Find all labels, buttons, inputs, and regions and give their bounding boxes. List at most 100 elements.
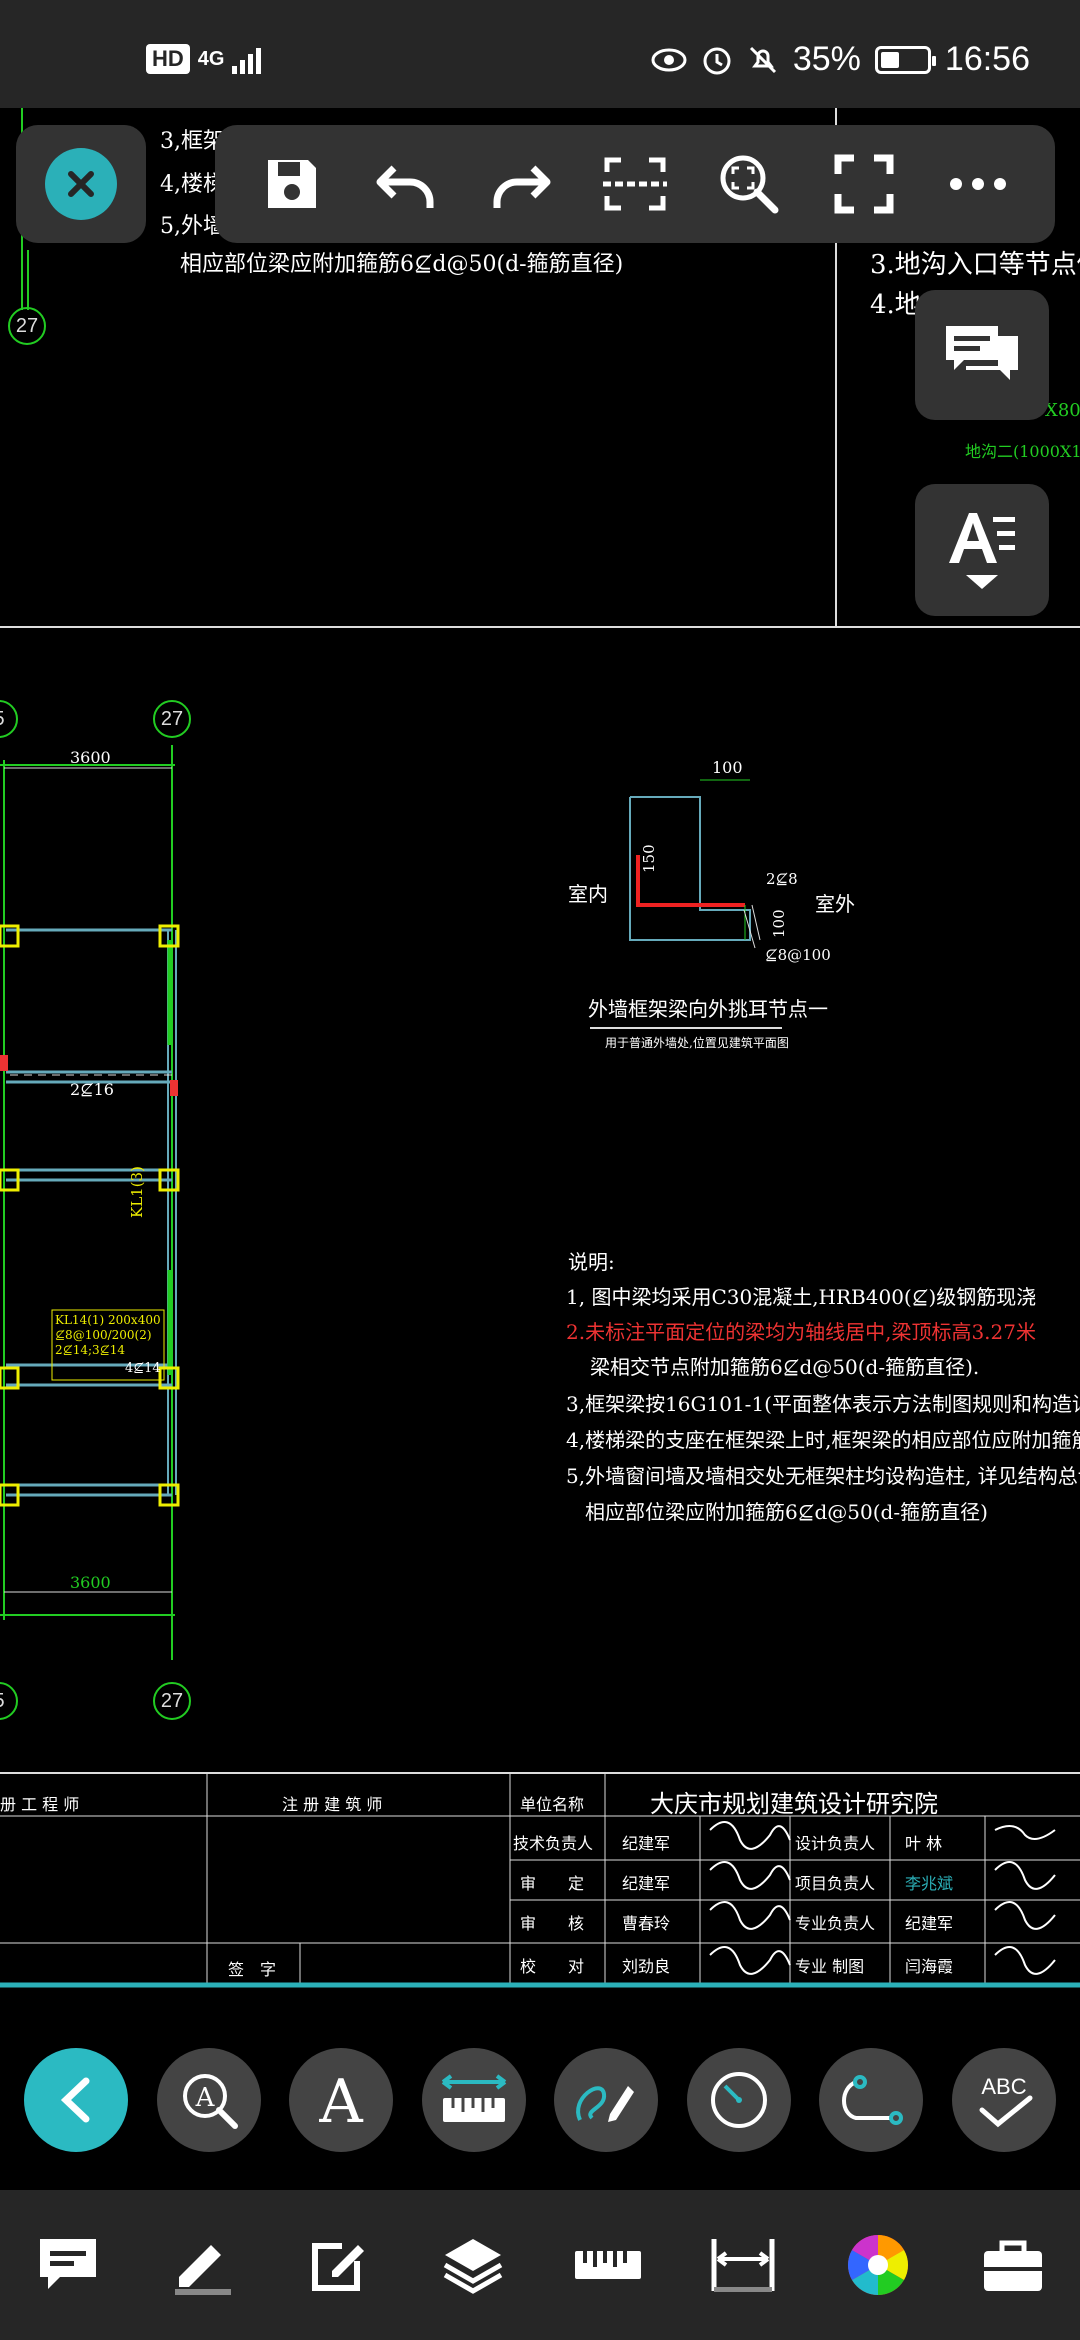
tb-reg-engineer: 册 工 程 师: [0, 1795, 80, 1814]
tb-review: 审 定: [520, 1874, 585, 1893]
undo-icon: [376, 165, 434, 208]
edit-note-icon: [311, 2243, 364, 2291]
arc-icon: [710, 2072, 767, 2128]
spellcheck-tool[interactable]: ABC: [951, 2048, 1056, 2152]
save-button[interactable]: [252, 144, 332, 224]
tb-sign: 签 字: [228, 1960, 277, 1979]
hd-badge: HD: [146, 44, 190, 74]
fullscreen-button[interactable]: [824, 144, 904, 224]
beam-kl14-line3: 2⊈14;3⊈14: [55, 1343, 125, 1357]
battery-icon: [874, 45, 936, 74]
briefcase-icon: [983, 2240, 1042, 2291]
note-line6: 相应部位梁应附加箍筋6⊈d@50(d-箍筋直径): [180, 252, 624, 277]
notes-2: 2.未标注平面定位的梁均为轴线居中,梁顶标高3.27米: [566, 1320, 1036, 1344]
detail-title: 外墙框架梁向外挑耳节点一: [588, 997, 828, 1021]
svg-text:A: A: [319, 2068, 364, 2132]
tb-project-lead-name: 李兆斌: [905, 1874, 954, 1893]
polyline-tool[interactable]: [819, 2048, 924, 2152]
rebar-2c16: 2⊈16: [70, 1080, 114, 1099]
status-left: HD 4G: [146, 44, 268, 74]
crop-button[interactable]: [595, 144, 675, 224]
drawing-canvas[interactable]: 3,框架 4,楼梯 5,外墙 相应部位梁应附加箍筋6⊈d@50(d-箍筋直径) …: [0, 108, 1080, 1990]
detail-indoor: 室内: [568, 882, 608, 906]
beam-kl14-line1: KL14(1) 200x400: [55, 1313, 161, 1327]
freehand-tool[interactable]: [554, 2048, 659, 2152]
zoom-extent-button[interactable]: [709, 144, 789, 224]
nav-toolbox[interactable]: [968, 2220, 1058, 2310]
annotation-icon: [39, 2239, 96, 2289]
text-tool[interactable]: A: [289, 2048, 394, 2152]
dimension-icon: [711, 2239, 774, 2292]
tb-tech-lead: 技术负责人: [513, 1834, 594, 1853]
svg-text:ABC: ABC: [981, 2074, 1026, 2099]
text-style-icon: [949, 513, 1015, 563]
beam-kl14-line4: 4⊈14: [125, 1361, 161, 1376]
battery-percent: 35%: [792, 40, 861, 78]
close-button[interactable]: [16, 125, 146, 243]
redo-icon: [493, 165, 551, 208]
nav-edit-note[interactable]: [293, 2220, 383, 2310]
detail-outdoor: 室外: [815, 892, 855, 916]
measure-tool[interactable]: [421, 2048, 526, 2152]
detail-dim-150: 150: [640, 844, 658, 873]
svg-text:A: A: [194, 2083, 215, 2113]
status-bar: HD 4G 35% 16:56: [0, 0, 1080, 108]
tb-project-lead: 项目负责人: [795, 1874, 876, 1893]
arc-tool[interactable]: [686, 2048, 791, 2152]
right-note-line3: 3.地沟入口等节点做法: [870, 250, 1080, 280]
annotation-tools-row: A A ABC: [0, 2030, 1080, 2170]
redo-button[interactable]: [481, 144, 561, 224]
more-button[interactable]: [938, 144, 1018, 224]
nav-edit[interactable]: [158, 2220, 248, 2310]
nav-measure[interactable]: [563, 2220, 653, 2310]
nav-color[interactable]: [833, 2220, 923, 2310]
tb-proof: 校 对: [520, 1957, 585, 1976]
detail-dim-2c8: 2⊈8: [766, 870, 798, 888]
detail-dim-100-top: 100: [712, 758, 743, 777]
tb-discipline-lead: 专业负责人: [795, 1914, 876, 1933]
zoom-extent-icon: [720, 155, 779, 214]
top-toolbar: [215, 125, 1055, 243]
close-icon: [45, 148, 117, 220]
polyline-icon: [842, 2075, 904, 2125]
right-label-b: 地沟二(1000X100: [965, 442, 1080, 461]
notes-1: 1, 图中梁均采用C30混凝土,HRB400(⊈)级钢筋现浇: [566, 1285, 1037, 1309]
clock: 16:56: [944, 40, 1030, 78]
tb-design-lead: 设计负责人: [795, 1834, 876, 1853]
tb-design-lead-name: 叶 林: [905, 1834, 943, 1853]
tb-unit-name: 大庆市规划建筑设计研究院: [650, 1790, 938, 1818]
notes-4: 4,楼梯梁的支座在框架梁上时,框架梁的相应部位应附加箍筋6⊈d@50: [566, 1428, 1080, 1452]
tb-discipline-draw: 专业 制图: [795, 1957, 865, 1976]
axis-bubble-27-mid: 27: [153, 700, 191, 738]
pencil-icon: [174, 2245, 231, 2295]
more-icon: [949, 178, 1006, 190]
back-button[interactable]: [24, 2048, 129, 2152]
right-note-line4: 4.地: [870, 290, 921, 320]
nav-dimension[interactable]: [698, 2220, 788, 2310]
notes-5: 5,外墙窗间墙及墙相交处无框架柱均设构造柱, 详见结构总说明.: [566, 1464, 1080, 1488]
comment-button[interactable]: [915, 290, 1049, 420]
tb-discipline-lead-name: 纪建军: [905, 1914, 954, 1933]
status-right: 35% 16:56: [651, 40, 1030, 79]
comment-icon: [946, 326, 1018, 380]
crop-icon: [602, 157, 667, 211]
eye-icon: [651, 48, 687, 71]
note-line3: 3,框架: [160, 129, 225, 154]
right-label-a: X800: [1045, 400, 1080, 421]
signal-icon: [232, 48, 262, 74]
chevron-down-icon: [966, 575, 998, 589]
text-style-button[interactable]: [915, 484, 1049, 616]
tb-reg-architect: 注 册 建 筑 师: [282, 1795, 383, 1814]
axis-bubble-27-top-left: 27: [8, 307, 46, 345]
tb-tech-lead-name: 纪建军: [622, 1834, 671, 1853]
cad-linework: [0, 108, 1080, 1988]
nav-layers[interactable]: [428, 2220, 518, 2310]
notes-head: 说明:: [568, 1250, 615, 1274]
search-text-tool[interactable]: A: [156, 2048, 261, 2152]
dim-span-bot: 3600: [70, 1573, 111, 1592]
nav-annotation[interactable]: [23, 2220, 113, 2310]
tb-check: 审 核: [520, 1914, 585, 1933]
undo-button[interactable]: [366, 144, 446, 224]
bottom-nav: [0, 2190, 1080, 2340]
note-line4: 4,楼梯: [160, 172, 225, 197]
